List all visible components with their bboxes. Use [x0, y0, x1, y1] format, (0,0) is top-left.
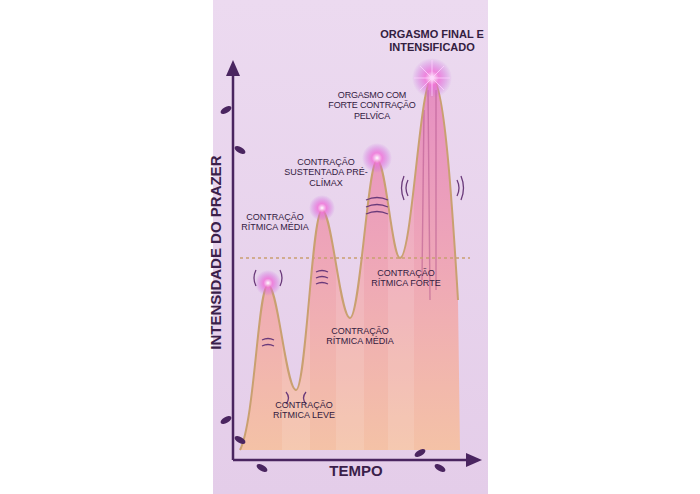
- final-peak-label: ORGASMO FINAL E INTENSIFICADO: [366, 28, 498, 53]
- trough-label: CONTRAÇÃO RÍTMICA FORTE: [370, 268, 442, 289]
- threshold-line: [240, 257, 470, 259]
- trough-label: CONTRAÇÃO RÍTMICA LEVE: [262, 400, 346, 421]
- peak-label: CONTRAÇÃO SUSTENTADA PRÉ-CLÍMAX: [283, 157, 369, 188]
- trough-label: CONTRAÇÃO RÍTMICA MÉDIA: [322, 326, 398, 347]
- axis-label: INTENSIDADE DO PRAZER: [207, 132, 224, 372]
- peak-label: CONTRAÇÃO RÍTMICA MÉDIA: [240, 212, 310, 233]
- vine-leaves: [219, 104, 446, 473]
- chart-panel: [213, 0, 488, 494]
- curve-fill: [236, 60, 466, 452]
- axes: [226, 60, 482, 467]
- vibration-marks: [254, 176, 464, 404]
- peak-label: ORGASMO COM FORTE CONTRAÇÃO PELVÍCA: [326, 90, 418, 121]
- peak-glows: [255, 58, 452, 296]
- intensity-curve: [240, 78, 458, 450]
- axis-label: TEMPO: [311, 462, 401, 479]
